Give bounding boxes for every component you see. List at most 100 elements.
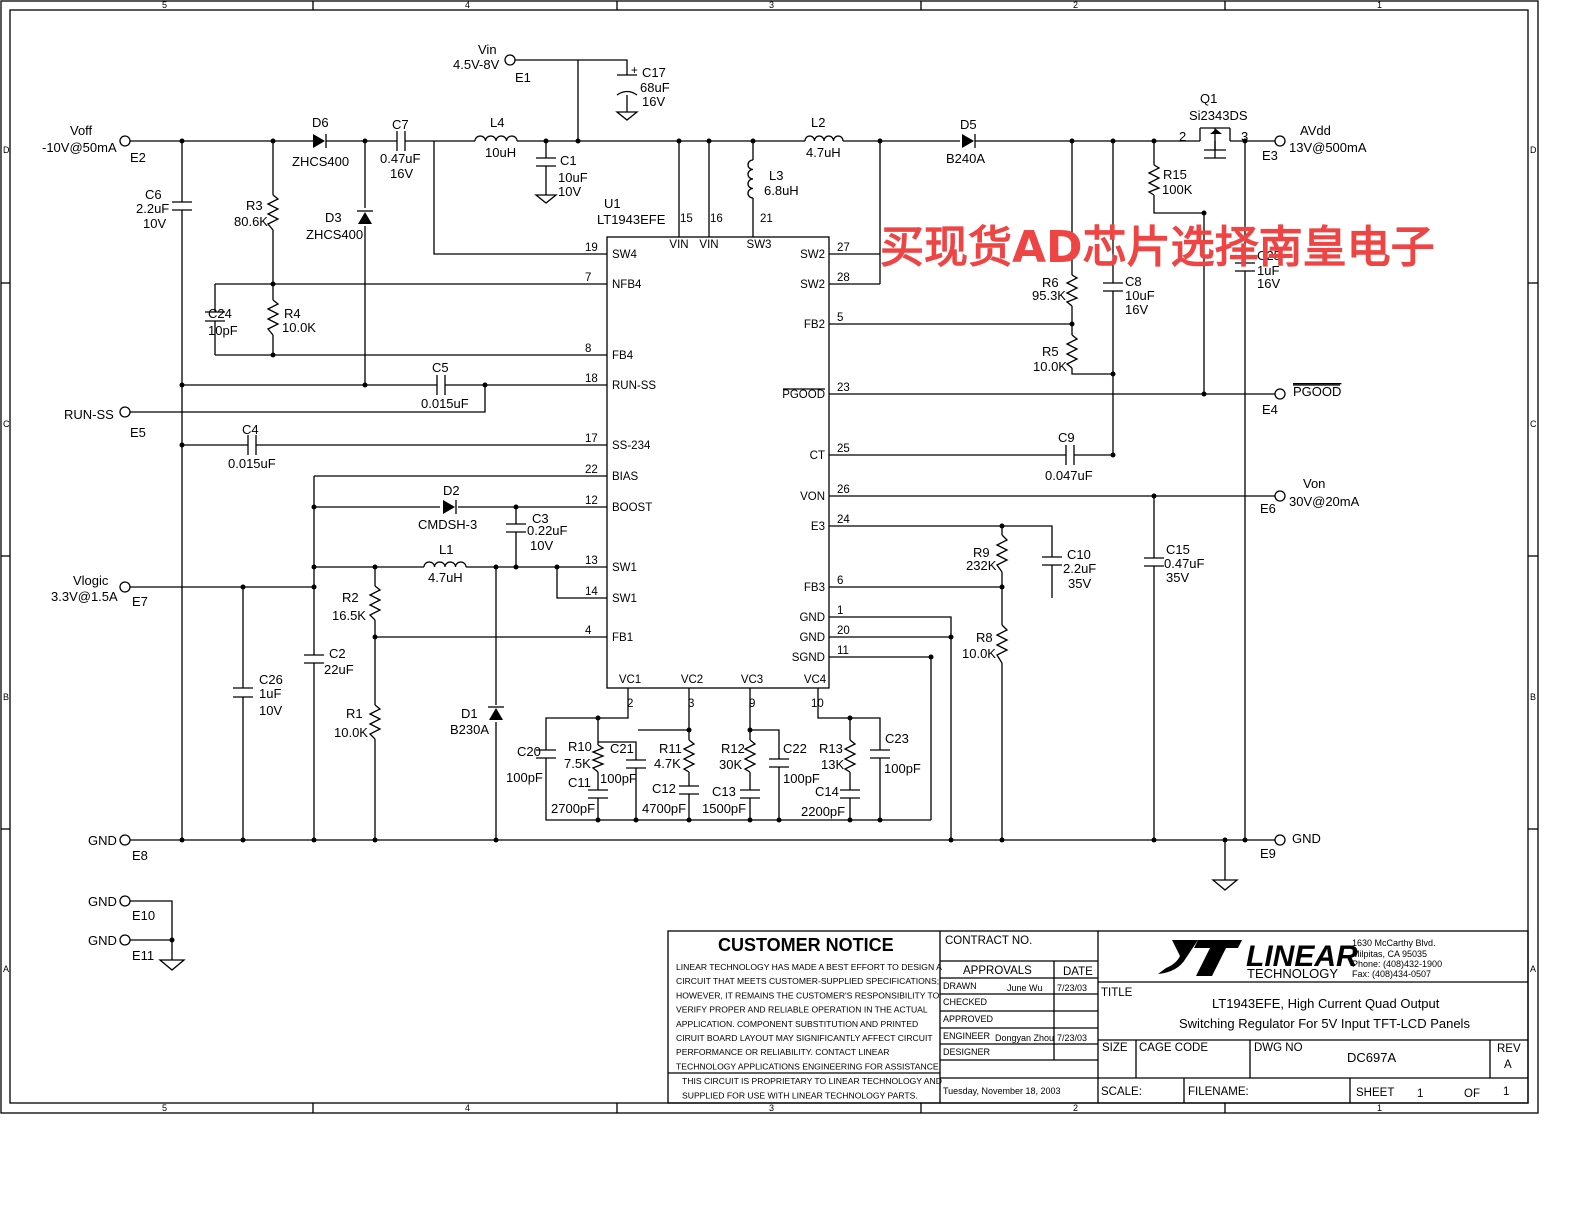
pin-number: 8	[585, 343, 591, 355]
value-label: 68uF	[640, 80, 670, 95]
title-label: TITLE	[1101, 987, 1133, 999]
zone-number: 5	[162, 1103, 167, 1113]
ref-label: R8	[976, 630, 993, 645]
pin-name: VON	[800, 491, 825, 503]
ref-label: C22	[783, 741, 807, 756]
dwg-no-label: DWG NO	[1254, 1042, 1303, 1054]
ref-label: C1	[560, 153, 577, 168]
filename-label: FILENAME:	[1188, 1086, 1249, 1098]
drawn-by: June Wu	[1007, 983, 1042, 993]
value-label: ZHCS400	[306, 227, 363, 242]
zone-number: 3	[769, 1103, 774, 1113]
pin-number: 18	[585, 373, 598, 385]
capacitor-symbols	[172, 74, 1255, 799]
terminal-id: E11	[132, 948, 154, 963]
value-label: 16V	[1257, 276, 1280, 291]
terminal-name: Vin	[478, 42, 497, 57]
zone-letter: D	[3, 145, 10, 155]
pin-number: 5	[837, 312, 843, 324]
pin-name: GND	[799, 632, 825, 644]
ref-label: R1	[346, 706, 363, 721]
value-label: 16V	[390, 166, 413, 181]
pin-name: FB2	[804, 319, 825, 331]
proprietary-line: SUPPLIED FOR USE WITH LINEAR TECHNOLOGY …	[682, 1091, 918, 1101]
linear-logo	[1158, 940, 1242, 976]
value-label: 10.0K	[334, 725, 368, 740]
ref-label: L4	[490, 115, 504, 130]
pin-number: 21	[760, 213, 773, 225]
ref-label: R4	[284, 306, 301, 321]
value-label: B230A	[450, 722, 489, 737]
ref-label: R6	[1042, 275, 1059, 290]
zone-number: 2	[1073, 1103, 1078, 1113]
terminal-name: Vlogic	[73, 573, 109, 588]
proprietary-line: THIS CIRCUIT IS PROPRIETARY TO LINEAR TE…	[682, 1076, 942, 1086]
ref-label: Q1	[1200, 91, 1217, 106]
value-label: 0.47uF	[1164, 556, 1205, 571]
rev-label: REV	[1497, 1043, 1521, 1055]
value-label: 10V	[530, 538, 553, 553]
value-label: B240A	[946, 151, 985, 166]
terminal-name: GND	[1292, 831, 1321, 846]
of-label: OF	[1464, 1088, 1480, 1100]
terminal-name: AVdd	[1300, 123, 1331, 138]
ref-label: R2	[342, 590, 359, 605]
pin-name: VC4	[804, 674, 827, 686]
pin-number: 22	[585, 464, 598, 476]
diode-symbols	[313, 134, 976, 720]
address-line: Phone: (408)432-1900	[1352, 959, 1442, 969]
pin-name: SW1	[612, 593, 637, 605]
zone-number: 2	[1073, 0, 1078, 10]
value-label: 10V	[143, 216, 166, 231]
pin-number: 24	[837, 514, 850, 526]
ref-label: D3	[325, 210, 342, 225]
value-label: 0.047uF	[1045, 468, 1093, 483]
ref-label: R10	[568, 739, 592, 754]
ref-label: R3	[246, 198, 263, 213]
pin-number: 20	[837, 625, 850, 637]
ref-label: C23	[885, 731, 909, 746]
zone-letter: D	[1530, 145, 1537, 155]
ref-label: C13	[712, 784, 736, 799]
zone-number: 4	[465, 0, 470, 10]
pin-number: 6	[837, 575, 843, 587]
pin-name: SW4	[612, 249, 638, 261]
value-label: 16V	[1125, 302, 1148, 317]
pin-name: SW3	[747, 239, 772, 251]
notice-line: CIRUIT BOARD LAYOUT MAY SIGNIFICANTLY AF…	[676, 1033, 933, 1043]
ref-label: C12	[652, 781, 676, 796]
approved-label: APPROVED	[943, 1014, 994, 1024]
value-label: 100pF	[884, 761, 921, 776]
terminal-labels: Vin 4.5V-8V E1 Voff -10V@50mA E2 AVdd 13…	[42, 42, 1367, 963]
value-label: 1uF	[1257, 263, 1279, 278]
terminal-id: E7	[132, 594, 148, 609]
value-label: 100pF	[600, 771, 637, 786]
value-label: Si2343DS	[1189, 108, 1248, 123]
value-label: 10pF	[208, 323, 238, 338]
value-label: 2700pF	[551, 801, 595, 816]
ref-label: D6	[312, 115, 329, 130]
date-label: DATE	[1063, 966, 1093, 978]
pin-number: 4	[585, 625, 592, 637]
engineer-name: Dongyan Zhou	[995, 1033, 1054, 1043]
zone-number: 5	[162, 0, 167, 10]
drawn-date: 7/23/03	[1057, 983, 1087, 993]
ref-label: C4	[242, 422, 259, 437]
pin-number: 26	[837, 484, 850, 496]
pin-name: FB4	[612, 350, 634, 362]
ref-label: C8	[1125, 274, 1142, 289]
value-label: 100pF	[783, 771, 820, 786]
value-label: 10.0K	[962, 646, 996, 661]
logo-subtext: TECHNOLOGY	[1247, 966, 1338, 981]
terminal-id: E5	[130, 425, 146, 440]
terminal-value: -10V@50mA	[42, 140, 117, 155]
terminal-name: Von	[1303, 476, 1325, 491]
ref-label: C14	[815, 784, 839, 799]
notice-line: HOWEVER, IT REMAINS THE CUSTOMER'S RESPO…	[676, 990, 940, 1000]
value-label: 95.3K	[1032, 288, 1066, 303]
ref-label: C20	[517, 744, 541, 759]
pin-name: SW2	[800, 279, 825, 291]
sheet-label: SHEET	[1356, 1087, 1394, 1099]
value-label: 10V	[259, 703, 282, 718]
